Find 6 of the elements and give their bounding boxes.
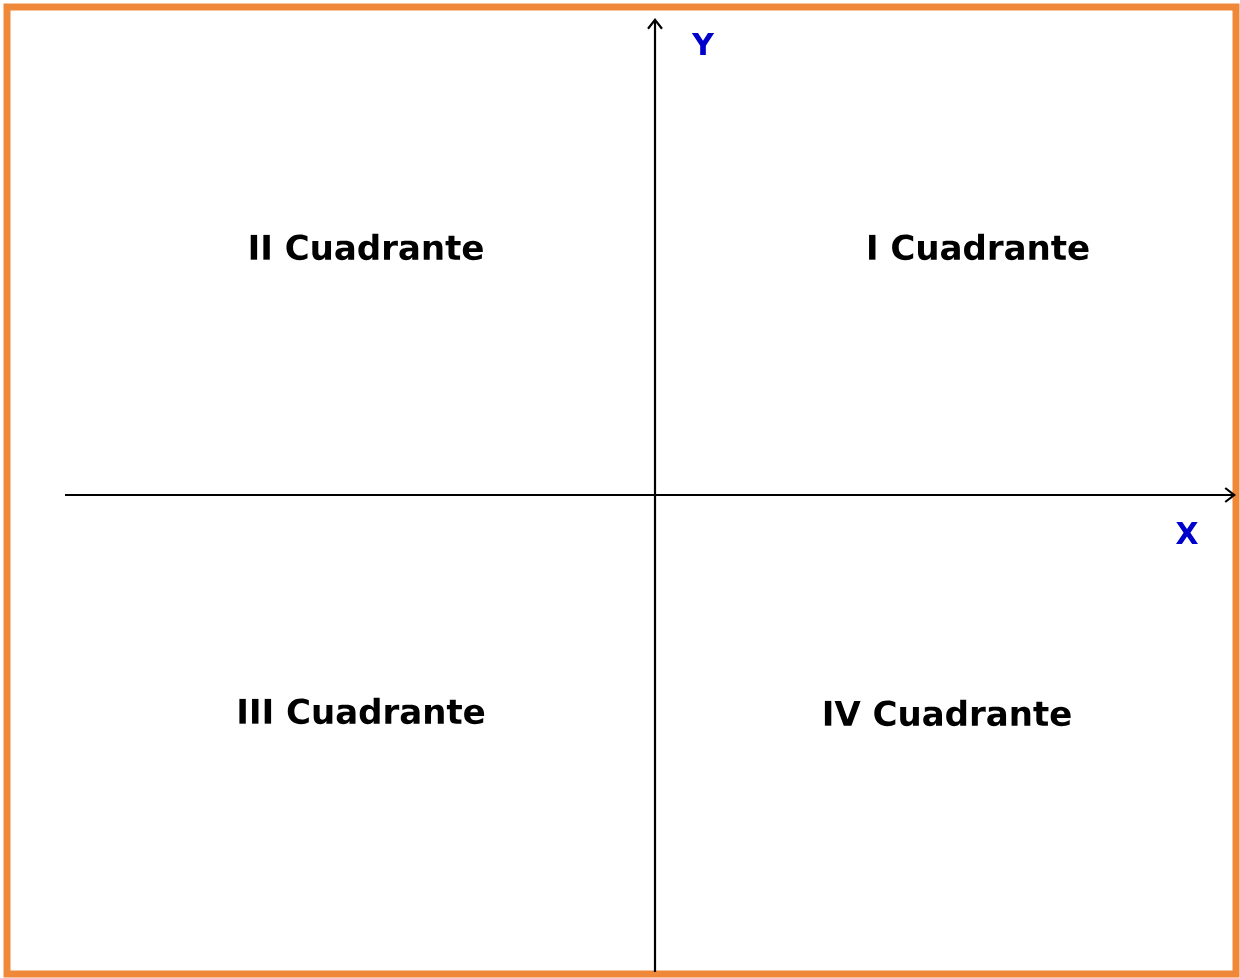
quadrant-label: III Cuadrante [239,697,485,725]
quadrant-label: IV Cuadrante [824,699,1071,727]
quadrant-label: I Cuadrante [869,233,1089,261]
quadrant-label: II Cuadrante [250,233,483,261]
axis-label: X [1176,522,1198,544]
axis-label: Y [691,33,715,55]
